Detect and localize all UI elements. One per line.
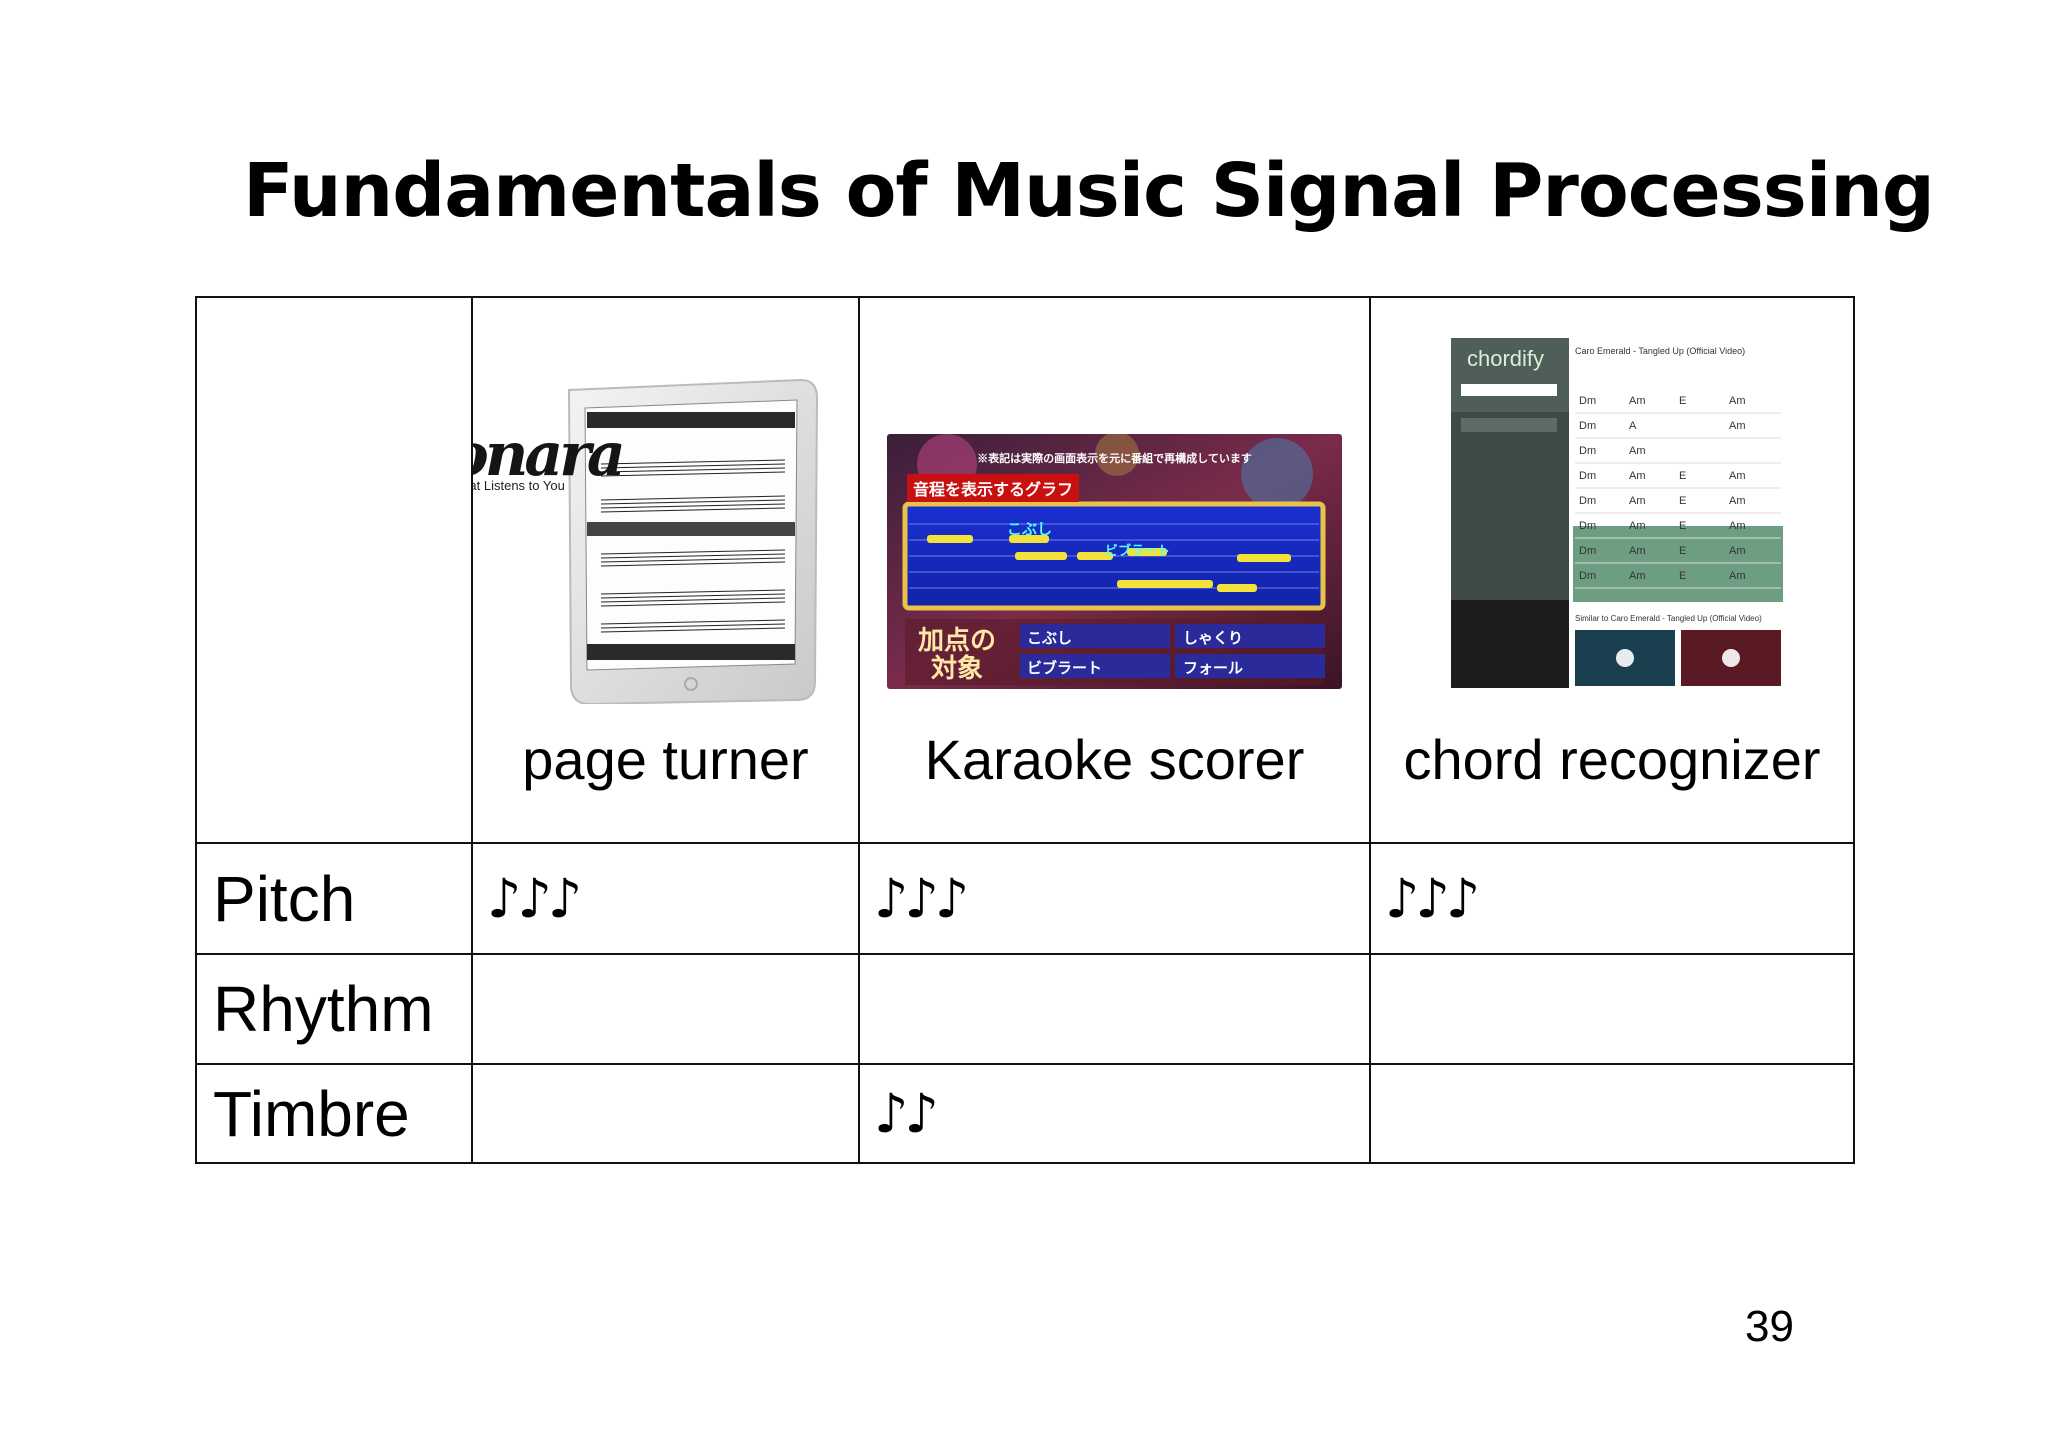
rating-rhythm-karaoke [858,953,1371,1065]
karaoke-legend-vibrato: ビブラート [1027,660,1103,677]
column-label-page-turner: page turner [522,728,809,791]
chord-row: Dm Am E Am [1575,488,1775,513]
chord-cell[interactable]: Dm [1579,469,1597,482]
rating-rhythm-chord [1369,953,1855,1065]
chord-cell[interactable]: Dm [1579,569,1597,582]
chord-cell[interactable]: Am [1729,419,1746,432]
table-header-row: Tonara Music that Listens to You page tu… [195,296,1855,844]
tonara-tagline: Music that Listens to You [474,478,565,493]
rating-timbre-page-turner [471,1063,860,1164]
rating-rhythm-page-turner [471,953,860,1065]
chord-cell[interactable]: Am [1629,569,1646,582]
row-label-rhythm: Rhythm [195,953,473,1065]
page-number: 39 [1745,1302,1794,1351]
column-label-karaoke-scorer: Karaoke scorer [924,728,1305,791]
chord-row: Dm Am E Am [1575,388,1775,413]
karaoke-score-label: 加点の対象 [917,625,996,683]
chord-cell[interactable]: Am [1629,494,1646,507]
karaoke-word-vibrato: ビブラート [1105,543,1171,558]
chord-cell[interactable]: Am [1729,494,1746,507]
chord-cell[interactable]: Am [1729,469,1746,482]
chord-cell[interactable]: E [1679,519,1687,532]
chord-cell[interactable]: Am [1629,394,1646,407]
karaoke-legend-shakuri: しゃくり [1183,630,1244,647]
karaoke-word-kobushi: こぶし [1007,521,1053,538]
chord-row: Dm Am E Am [1575,463,1775,488]
chord-cell[interactable]: A [1629,419,1637,432]
rating-timbre-chord [1369,1063,1855,1164]
row-label-pitch: Pitch [195,842,473,955]
table-row-timbre: Timbre ♪♪ [195,1063,1855,1164]
rating-pitch-karaoke: ♪♪♪ [858,842,1371,955]
chord-row: Dm Am E Am [1575,563,1775,588]
column-chord-recognizer: chordify Caro Emerald - Tangled Up (Offi… [1369,296,1855,844]
chord-cell[interactable]: Am [1729,519,1746,532]
chord-cell[interactable]: Dm [1579,544,1597,557]
chord-cell[interactable]: Am [1729,394,1746,407]
column-page-turner: Tonara Music that Listens to You page tu… [471,296,860,844]
chord-cell[interactable]: Dm [1579,519,1597,532]
table-row-rhythm: Rhythm [195,953,1855,1065]
chordify-similar-label: Similar to Caro Emerald - Tangled Up (Of… [1575,614,1762,623]
chord-row: Dm Am E Am [1575,513,1775,538]
chord-cell[interactable]: Am [1629,469,1646,482]
chord-row: Dm Am [1575,438,1775,463]
row-label-timbre: Timbre [195,1063,473,1164]
chord-cell[interactable]: Dm [1579,394,1597,407]
chord-cell[interactable]: Am [1629,444,1646,457]
chord-cell[interactable]: E [1679,569,1687,582]
chord-cell[interactable]: E [1679,544,1687,557]
table-row-pitch: Pitch ♪♪♪ ♪♪♪ ♪♪♪ [195,842,1855,955]
chord-cell[interactable]: E [1679,469,1687,482]
chord-cell[interactable]: Am [1729,569,1746,582]
empty-corner-cell [195,296,473,844]
chord-cell[interactable]: Am [1729,544,1746,557]
chordify-logo: chordify [1467,346,1545,371]
column-label-chord-recognizer: chord recognizer [1403,728,1821,791]
chord-cell[interactable]: Dm [1579,494,1597,507]
column-karaoke-scorer: ※表記は実際の画面表示を元に番組で再構成しています 音程を表示するグラフ こぶし… [858,296,1371,844]
chord-row: Dm Am E Am [1575,538,1775,563]
chord-cell[interactable]: E [1679,394,1687,407]
chordify-screenshot: chordify Caro Emerald - Tangled Up (Offi… [1451,338,1784,688]
karaoke-caption: ※表記は実際の画面表示を元に番組で再構成しています [977,453,1252,465]
chord-cell[interactable]: Am [1629,519,1646,532]
chord-cell[interactable]: Dm [1579,444,1597,457]
rating-pitch-chord: ♪♪♪ [1369,842,1855,955]
tonara-tablet-image [567,378,819,704]
tonara-logo: Tonara [474,420,626,490]
chord-cell[interactable]: E [1679,494,1687,507]
chord-cell[interactable]: Dm [1579,419,1597,432]
rating-pitch-page-turner: ♪♪♪ [471,842,860,955]
karaoke-legend-kobushi: こぶし [1027,630,1073,647]
karaoke-screenshot: ※表記は実際の画面表示を元に番組で再構成しています 音程を表示するグラフ こぶし… [887,434,1342,689]
chord-row: Dm A Am [1575,413,1775,438]
karaoke-legend-fall: フォール [1183,660,1244,677]
chordify-song-title: Caro Emerald - Tangled Up (Official Vide… [1575,346,1746,356]
chord-cell[interactable]: Am [1629,544,1646,557]
karaoke-graph-tag: 音程を表示するグラフ [907,474,1080,502]
slide-title: Fundamentals of Music Signal Processing [243,148,1935,234]
comparison-table: Tonara Music that Listens to You page tu… [195,296,1855,1164]
rating-timbre-karaoke: ♪♪ [858,1063,1371,1164]
